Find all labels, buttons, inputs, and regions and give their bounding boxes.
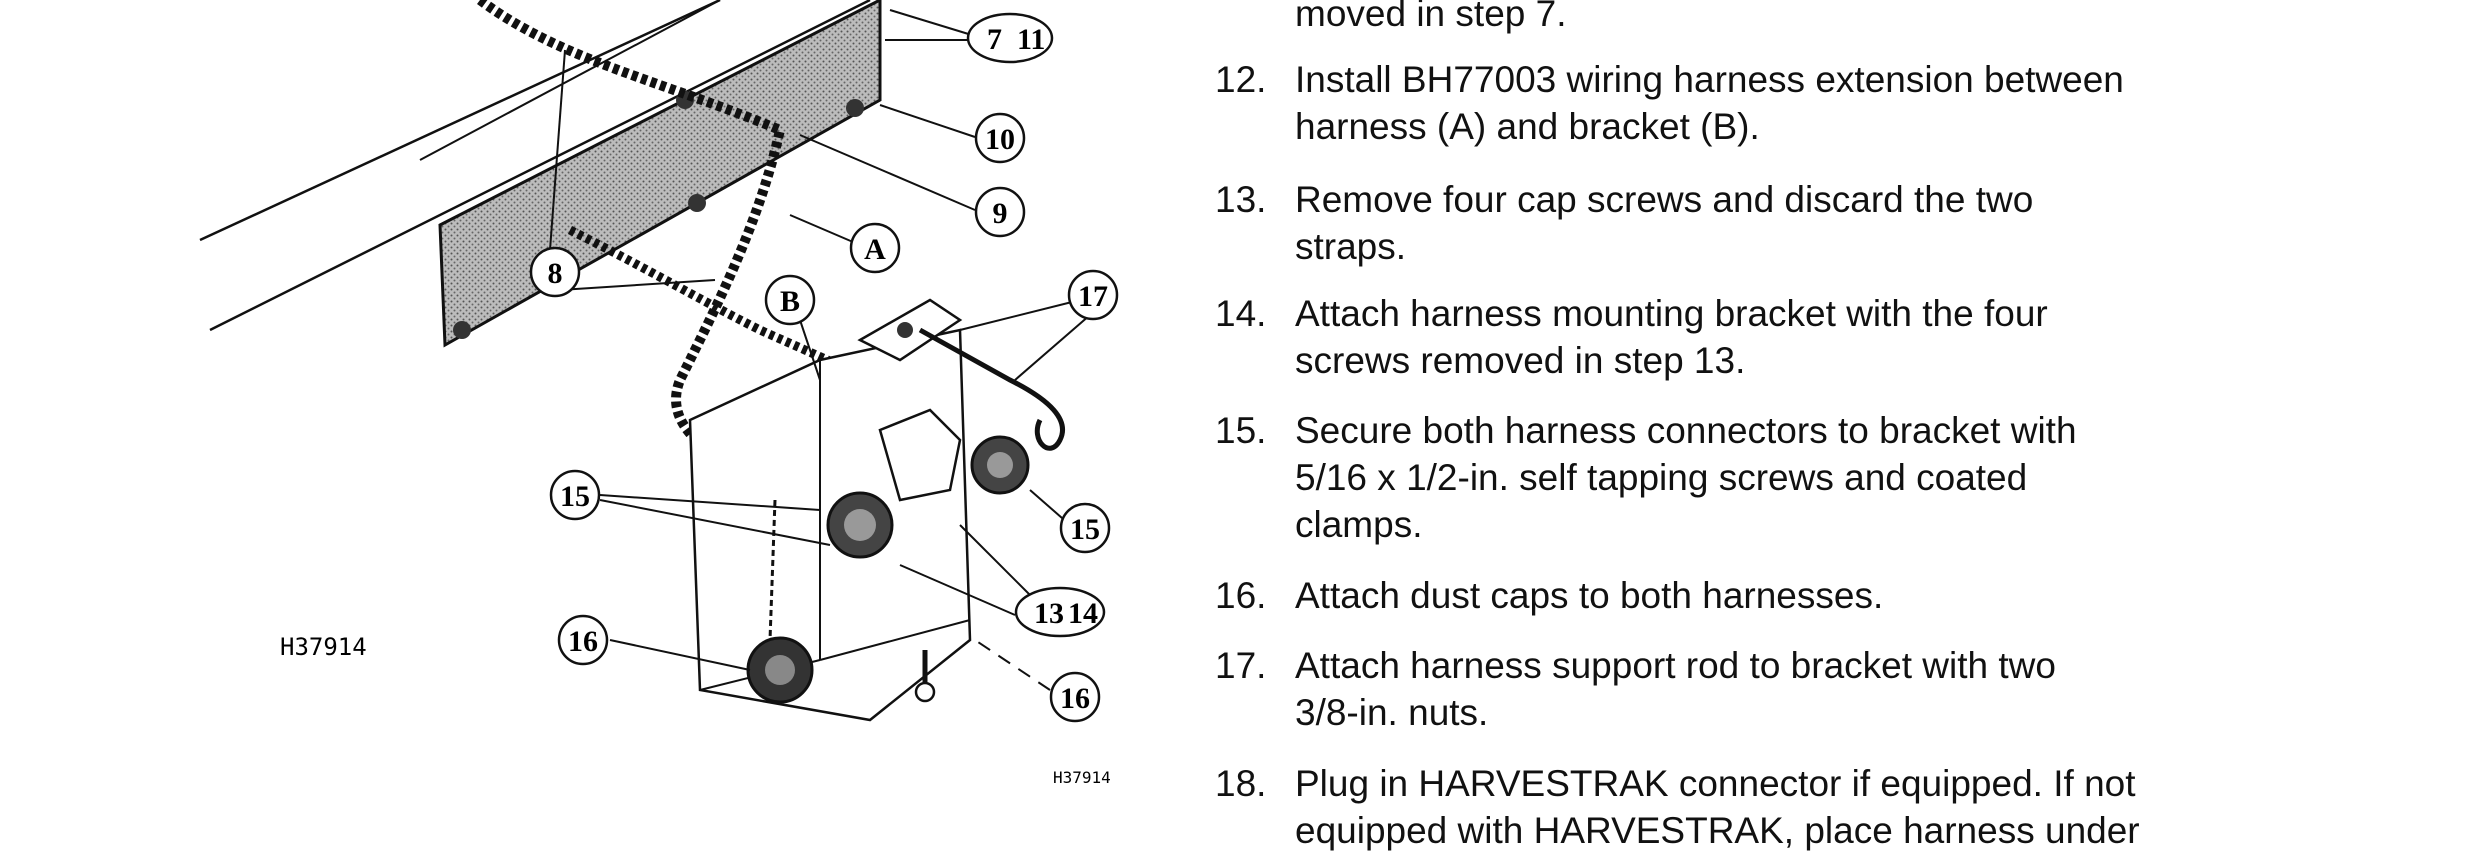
callout-label: 7 xyxy=(987,23,1002,56)
step-text-line: Attach harness mounting bracket with the… xyxy=(1295,293,2048,334)
callout-label: A xyxy=(864,233,886,266)
callouts: 7 11 10 9 8 A B xyxy=(529,12,1119,723)
exploded-view-diagram: 7 11 10 9 8 A B xyxy=(0,0,1150,840)
step-text-line: Remove four cap screws and discard the t… xyxy=(1295,179,2034,220)
step-17: 17. Attach harness support rod to bracke… xyxy=(1215,642,2465,736)
harness-bracket-illustration: 7 11 10 9 8 A B xyxy=(199,0,1119,787)
step-text-line: clamps. xyxy=(1295,504,1423,545)
figure-code-right: H37914 xyxy=(1053,768,1111,787)
step-13: 13. Remove four cap screws and discard t… xyxy=(1215,176,2465,270)
step-text-line: Install BH77003 wiring harness extension… xyxy=(1295,59,2124,100)
step-number: 12. xyxy=(1215,59,1267,100)
step-text-line: screws removed in step 13. xyxy=(1295,340,1746,381)
step-text-line: Plug in HARVESTRAK connector if equipped… xyxy=(1295,763,2136,804)
callout-8: 8 xyxy=(529,246,581,298)
step-number: 13. xyxy=(1215,179,1267,220)
step-text-line: 5/16 x 1/2-in. self tapping screws and c… xyxy=(1295,457,2028,498)
step-text-line: equipped with HARVESTRAK, place harness … xyxy=(1295,810,2140,851)
callout-label: 13 xyxy=(1034,597,1064,630)
step-15: 15. Secure both harness connectors to br… xyxy=(1215,407,2465,548)
callout-10: 10 xyxy=(974,112,1026,164)
step-16: 16. Attach dust caps to both harnesses. xyxy=(1215,572,2465,619)
callout-label: 16 xyxy=(568,625,598,658)
callout-label: 15 xyxy=(1070,513,1100,546)
callout-9: 9 xyxy=(974,186,1026,238)
step-text-line: Secure both harness connectors to bracke… xyxy=(1295,410,2077,451)
step-14: 14. Attach harness mounting bracket with… xyxy=(1215,290,2465,384)
step-number: 16. xyxy=(1215,575,1267,616)
step-text-line: straps. xyxy=(1295,226,1407,267)
callout-16-left: 16 xyxy=(557,614,609,666)
step-number: 14. xyxy=(1215,293,1267,334)
step-text-line: Attach harness support rod to bracket wi… xyxy=(1295,645,2056,686)
callout-15-left: 15 xyxy=(549,469,601,521)
callout-17: 17 xyxy=(1067,269,1119,321)
step-number: 15. xyxy=(1215,410,1267,451)
callout-label: 15 xyxy=(560,480,590,513)
callout-15-right: 15 xyxy=(1059,502,1111,554)
callout-label: 8 xyxy=(548,257,563,290)
step-number: 18. xyxy=(1215,763,1267,804)
callout-16-right: 16 xyxy=(1049,671,1101,723)
callout-7-11: 7 11 xyxy=(966,12,1054,64)
callout-label: 9 xyxy=(993,197,1008,230)
callout-label: B xyxy=(780,285,800,318)
step-11-continuation: moved in step 7. xyxy=(1215,0,2465,37)
step-text-line: Attach dust caps to both harnesses. xyxy=(1295,575,1884,616)
callout-label: 14 xyxy=(1068,597,1098,630)
callout-B: B xyxy=(764,274,816,326)
callout-label: 17 xyxy=(1078,280,1108,313)
callout-A: A xyxy=(849,222,901,274)
step-text-line: moved in step 7. xyxy=(1295,0,1567,34)
figure-code-left: H37914 xyxy=(280,633,367,661)
step-12: 12. Install BH77003 wiring harness exten… xyxy=(1215,56,2465,150)
step-number: 17. xyxy=(1215,645,1267,686)
step-text-line: harness (A) and bracket (B). xyxy=(1295,106,1760,147)
step-text-line: 3/8-in. nuts. xyxy=(1295,692,1489,733)
callout-label: 11 xyxy=(1017,23,1045,56)
callout-label: 10 xyxy=(985,123,1015,156)
callout-label: 16 xyxy=(1060,682,1090,715)
callout-13-14: 13 14 xyxy=(1014,586,1106,638)
